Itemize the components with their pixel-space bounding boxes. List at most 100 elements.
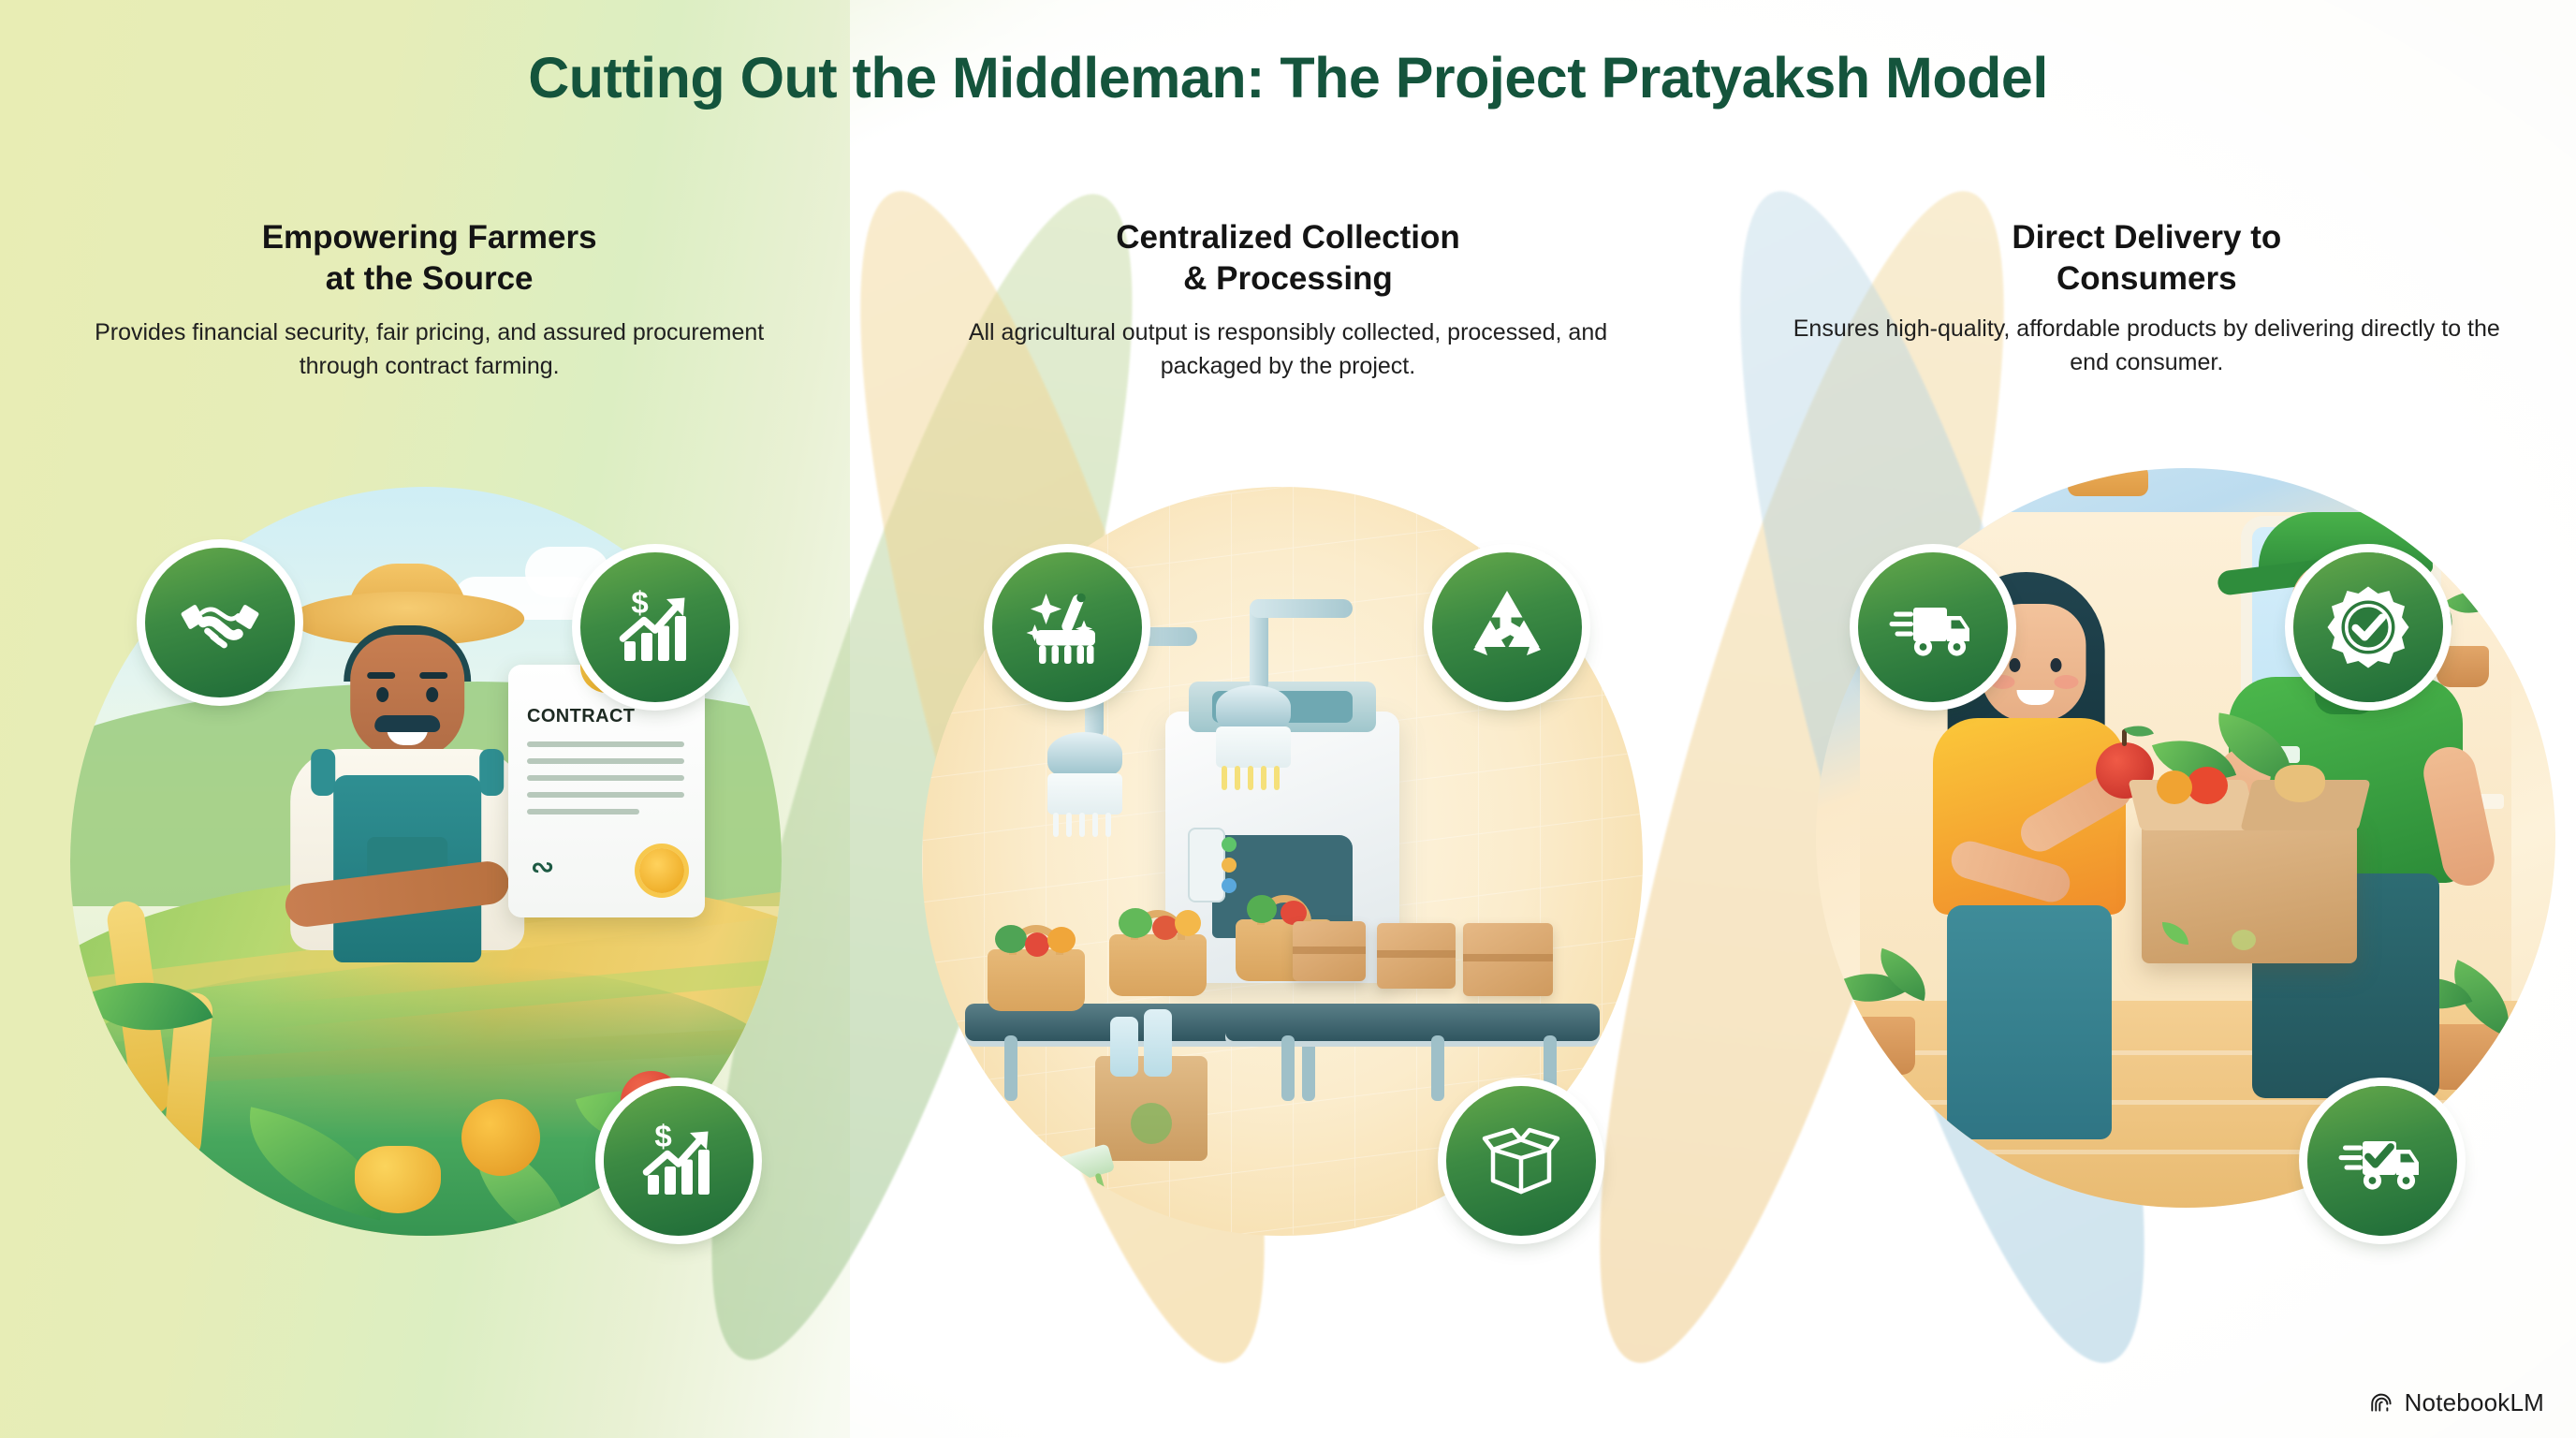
handshake-icon (175, 578, 265, 668)
column-1-heading-line-2: at the Source (325, 260, 534, 298)
column-2-heading-line-1: Centralized Collection (1116, 219, 1460, 256)
recycle-mark (1130, 1103, 1172, 1144)
notebooklm-spiral-logo (2367, 1389, 2395, 1417)
apple-stem (2121, 728, 2127, 746)
badge-delivery-truck[interactable] (1858, 552, 2008, 702)
cleaning-brush-icon (1022, 582, 1112, 672)
open-box-icon (1476, 1116, 1566, 1206)
quality-seal-check-icon (2323, 582, 2413, 672)
machine-led-blue (1222, 878, 1237, 893)
packaged-parcel (1377, 923, 1456, 989)
money-growth-chart-icon: $ (634, 1116, 724, 1206)
delivery-truck-check-icon (2337, 1116, 2427, 1206)
pendant-lamp (2067, 468, 2148, 497)
farmer-overall-strap (479, 749, 505, 796)
farmer-face (350, 635, 465, 758)
contract-text-line (527, 809, 639, 814)
column-2-heading-line-2: & Processing (1183, 260, 1393, 298)
consumer-blush (2054, 674, 2079, 689)
money-growth-chart-icon: $ (610, 582, 700, 672)
column-3-heading-line-1: Direct Delivery to (2012, 219, 2282, 256)
produce-basket (1109, 908, 1207, 996)
farmer-eye (426, 687, 439, 702)
column-2-body: All agricultural output is responsibly c… (968, 319, 1608, 379)
farmer-moustache (374, 715, 441, 732)
badge-quality-seal[interactable] (2293, 552, 2443, 702)
produce-delivery-box (2127, 712, 2371, 964)
badge-recycle[interactable] (1432, 552, 1582, 702)
cleaning-brush (1216, 726, 1291, 790)
badge-open-box[interactable] (1446, 1086, 1596, 1236)
badge-cleaning-brush[interactable] (992, 552, 1142, 702)
plant-pot (1845, 1016, 1915, 1075)
badge-handshake[interactable] (145, 548, 295, 697)
consumer-eye (2050, 657, 2062, 672)
contract-title: CONTRACT (527, 706, 636, 726)
badge-money-growth-1[interactable]: $ (580, 552, 730, 702)
badge-delivery-confirmed[interactable] (2307, 1086, 2457, 1236)
farmer-character (253, 564, 562, 1116)
farmer-eyebrow (419, 672, 448, 679)
bread-loaf (2274, 765, 2325, 803)
consumer-smile (2016, 689, 2055, 705)
machine-control-panel (1188, 828, 1237, 902)
contract-document: $ CONTRACT ∾ (508, 640, 705, 917)
farmer-eye (376, 687, 389, 702)
vegetable-corn (355, 1146, 441, 1213)
column-3-body: Ensures high-quality, affordable product… (1793, 315, 2500, 375)
consumer-blush (1990, 674, 2015, 689)
contract-text-line (527, 775, 684, 781)
recycle-icon (1462, 582, 1552, 672)
notebooklm-watermark: NotebookLM (2367, 1388, 2544, 1417)
contract-text-line (527, 741, 684, 747)
contract-signature: ∾ (531, 852, 555, 883)
conveyor-belt-right (1225, 1004, 1600, 1101)
tomato (2186, 767, 2228, 805)
machine-led-green (1222, 837, 1237, 852)
box-sticker (2231, 930, 2256, 951)
column-3-heading-line-2: Consumers (2056, 260, 2237, 298)
conveyor-leg (1544, 1035, 1557, 1101)
consumer-eye (2009, 657, 2021, 672)
delivery-truck-icon (1888, 582, 1978, 672)
svg-text:$: $ (631, 585, 648, 620)
svg-text:$: $ (654, 1119, 671, 1153)
vegetable-pepper (461, 1099, 540, 1176)
sprayer-head (1216, 685, 1291, 728)
contract-text-line (527, 758, 684, 764)
machine-led-amber (1222, 858, 1237, 873)
plant-pot (2430, 1023, 2511, 1090)
contract-gold-seal (639, 848, 684, 893)
column-direct-delivery: Direct Delivery to Consumers Ensures hig… (1718, 217, 2576, 383)
box-eco-label (2161, 922, 2188, 946)
bottle (1143, 1009, 1172, 1077)
badge-money-growth-2[interactable]: $ (604, 1086, 754, 1236)
shelf-plant-pot (2436, 645, 2489, 687)
columns-text-row: Empowering Farmers at the Source Provide… (0, 217, 2576, 383)
column-empowering-farmers: Empowering Farmers at the Source Provide… (0, 217, 858, 383)
farmer-eyebrow (367, 672, 396, 679)
conveyor-leg (1302, 1035, 1315, 1101)
bottle (1109, 1017, 1138, 1077)
farmer-smile (387, 728, 429, 745)
cleaning-brush (1047, 773, 1122, 837)
carrot (2156, 770, 2192, 805)
farmer-overall-strap (311, 749, 336, 796)
packaged-parcel (1293, 921, 1366, 981)
eco-recycle-bag (1094, 1009, 1208, 1161)
conveyor-leg (1004, 1035, 1017, 1101)
consumer-trousers (1946, 904, 2112, 1139)
conveyor-leg (1431, 1035, 1444, 1101)
packaged-parcel (1463, 923, 1553, 996)
column-1-body: Provides financial security, fair pricin… (95, 319, 765, 379)
column-centralized-collection: Centralized Collection & Processing All … (858, 217, 1717, 383)
produce-basket (988, 925, 1085, 1011)
conveyor-leg (1281, 1035, 1295, 1101)
sprayer-head (1047, 732, 1122, 775)
notebooklm-label: NotebookLM (2404, 1388, 2544, 1416)
page-title: Cutting Out the Middleman: The Project P… (528, 46, 2048, 110)
column-1-heading-line-1: Empowering Farmers (261, 219, 597, 256)
contract-text-line (527, 792, 684, 798)
